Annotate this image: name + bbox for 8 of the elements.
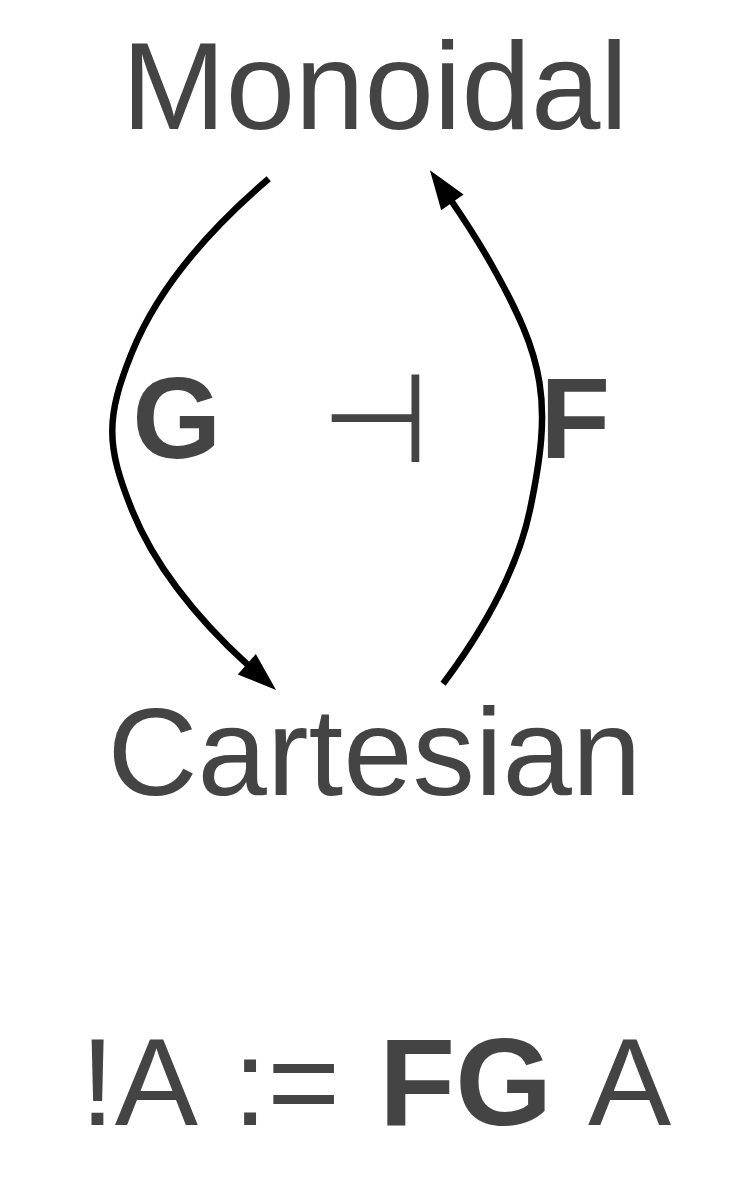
label: !A := FG A [79,1011,671,1151]
arrow [108,176,276,691]
node-text: Monoidal [121,16,628,156]
label: ⊣ [320,349,430,489]
arrow [429,170,545,686]
edge-label: G [131,353,221,482]
node-text: Cartesian [106,681,641,821]
edge-label: F [539,353,610,482]
